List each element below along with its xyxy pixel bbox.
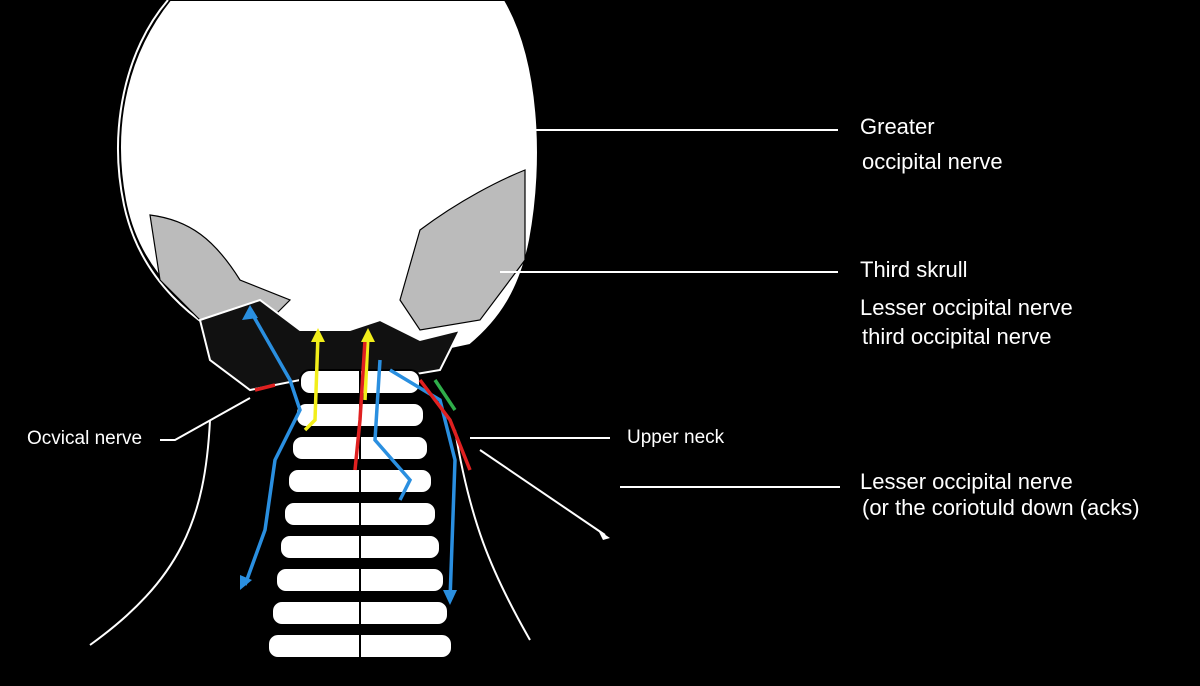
label-third-skrull: Third skrull: [860, 257, 968, 282]
blue-nerve-center: [373, 359, 413, 501]
label-coriotuld: (or the coriotuld down (acks): [862, 495, 1140, 520]
blue-nerve-right: [389, 368, 457, 601]
label-greater: Greater: [860, 114, 935, 139]
label-lesser-occipital: Lesser occipital nerve: [860, 295, 1073, 320]
red-nerve-right: [418, 378, 472, 471]
blue-nerve-left: [243, 309, 302, 586]
label-lesser-occipital-2: Lesser occipital nerve: [860, 469, 1073, 494]
cervical-spine: [267, 369, 453, 664]
green-nerve: [433, 379, 457, 411]
arrowheads: [240, 305, 457, 605]
red-nerve-center: [353, 339, 367, 471]
label-third-occipital: third occipital nerve: [862, 324, 1052, 349]
neck-outline: [89, 419, 531, 646]
yellow-nerve-center: [363, 334, 370, 401]
leader-lines: [160, 129, 840, 536]
skull-base-dark: [198, 298, 462, 392]
nerve-paths: [243, 309, 472, 601]
label-upper-neck: Upper neck: [627, 427, 725, 448]
red-nerve-left: [254, 383, 276, 392]
yellow-nerve-left: [303, 334, 320, 432]
label-ocvical-nerve: Ocvical nerve: [27, 428, 143, 449]
label-greater-occipital: occipital nerve: [862, 149, 1003, 174]
